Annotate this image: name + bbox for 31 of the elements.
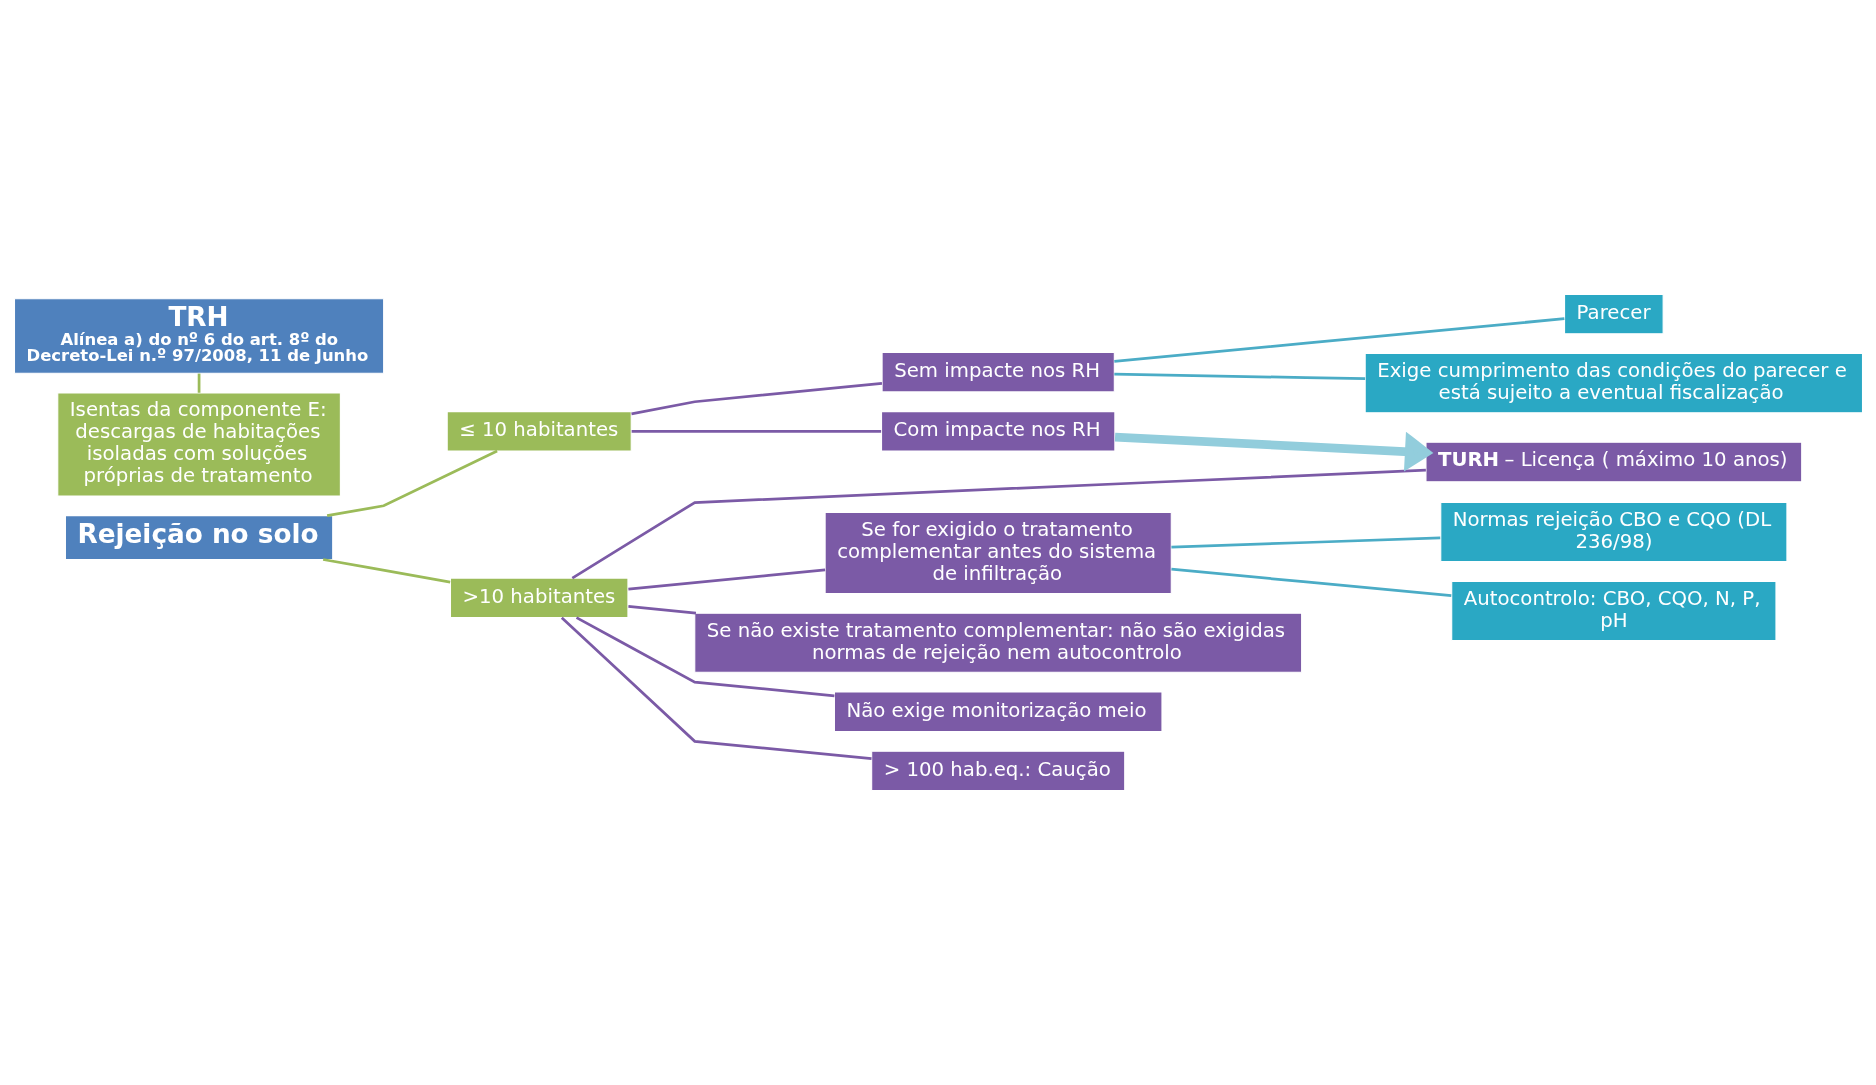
connector (1170, 536, 1440, 549)
node-box: >10 habitantes (449, 577, 628, 619)
node-box: Se for exigido o tratamento complementar antes do sistema de infiltração (824, 511, 1172, 594)
arrow (1114, 431, 1433, 472)
connector (560, 616, 872, 760)
node-box: Isentas da componente E: descargas de habitações isoladas com soluções próprias de tratamento (56, 392, 341, 497)
connector (631, 429, 881, 433)
connector (1170, 567, 1451, 598)
connector (575, 616, 835, 698)
node-box: > 100 hab.eq.: Caução (870, 750, 1125, 792)
node-box: Não exige monitorização meio (833, 691, 1162, 732)
connector (630, 382, 882, 416)
node-box: ≤ 10 habitantes (446, 411, 632, 452)
connector (197, 373, 200, 393)
connector (1113, 317, 1564, 363)
node-box: Normas rejeição CBO e CQO (DL 236/98) (1439, 501, 1787, 563)
node-box: Rejeição no solo (64, 515, 333, 561)
connector (326, 449, 498, 517)
connector (571, 468, 1426, 580)
connector (322, 558, 450, 584)
connector (627, 568, 825, 591)
node-box: Parecer (1563, 293, 1664, 335)
node-box: TURH – Licença ( máximo 10 anos) (1424, 441, 1802, 483)
node-box: Autocontrolo: CBO, CQO, N, P, pH (1450, 580, 1776, 642)
node-box: Sem impacte nos RH (881, 351, 1115, 393)
connector (1113, 372, 1365, 381)
node-box: Com impacte nos RH (880, 411, 1115, 452)
node-box: Se não existe tratamento complementar: não são exigidas normas de rejeição nem autocontrolo (693, 612, 1302, 673)
node-box: TRH Alínea a) do nº 6 do art. 8º do Decreto-Lei n.º 97/2008, 11 de Junho (13, 298, 384, 374)
node-box: Exige cumprimento das condições do parecer e está sujeito a eventual fiscalização (1364, 353, 1863, 414)
connector (627, 605, 696, 615)
